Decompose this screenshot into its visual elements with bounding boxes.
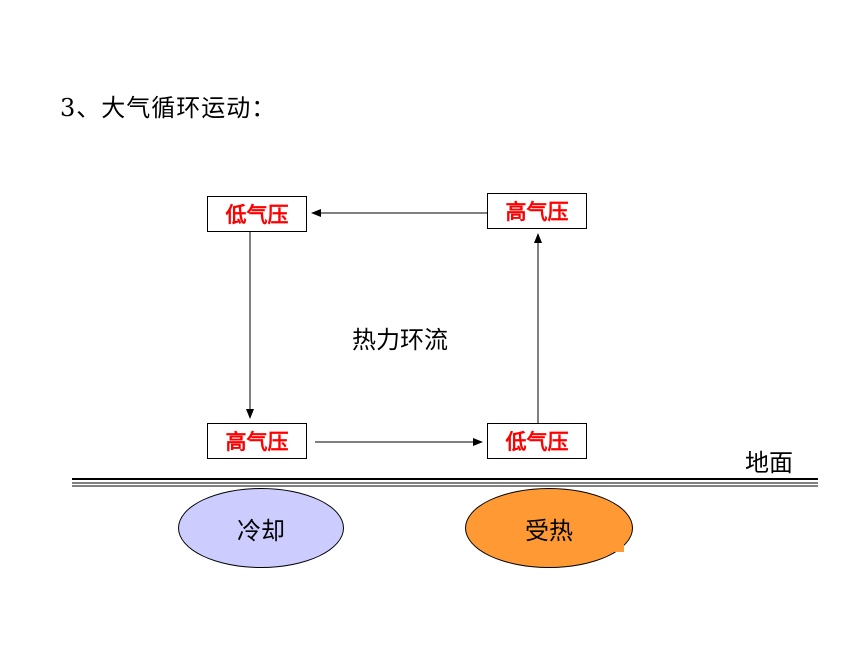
low-pressure-box-lower: 低气压 [487, 423, 587, 459]
orange-marker [615, 543, 624, 552]
heating-ellipse: 受热 [465, 488, 633, 568]
slide-title: 3、大气循环运动： [60, 94, 277, 122]
cooling-label: 冷却 [237, 516, 285, 545]
ground-line [72, 478, 818, 487]
high-pressure-box-upper: 高气压 [487, 193, 587, 229]
cooling-ellipse: 冷却 [178, 488, 344, 568]
heating-label: 受热 [525, 516, 573, 545]
ground-label: 地面 [745, 449, 793, 477]
low-pressure-box-upper: 低气压 [207, 196, 307, 232]
high-pressure-box-lower: 高气压 [207, 423, 307, 459]
thermal-circulation-label: 热力环流 [352, 326, 448, 354]
